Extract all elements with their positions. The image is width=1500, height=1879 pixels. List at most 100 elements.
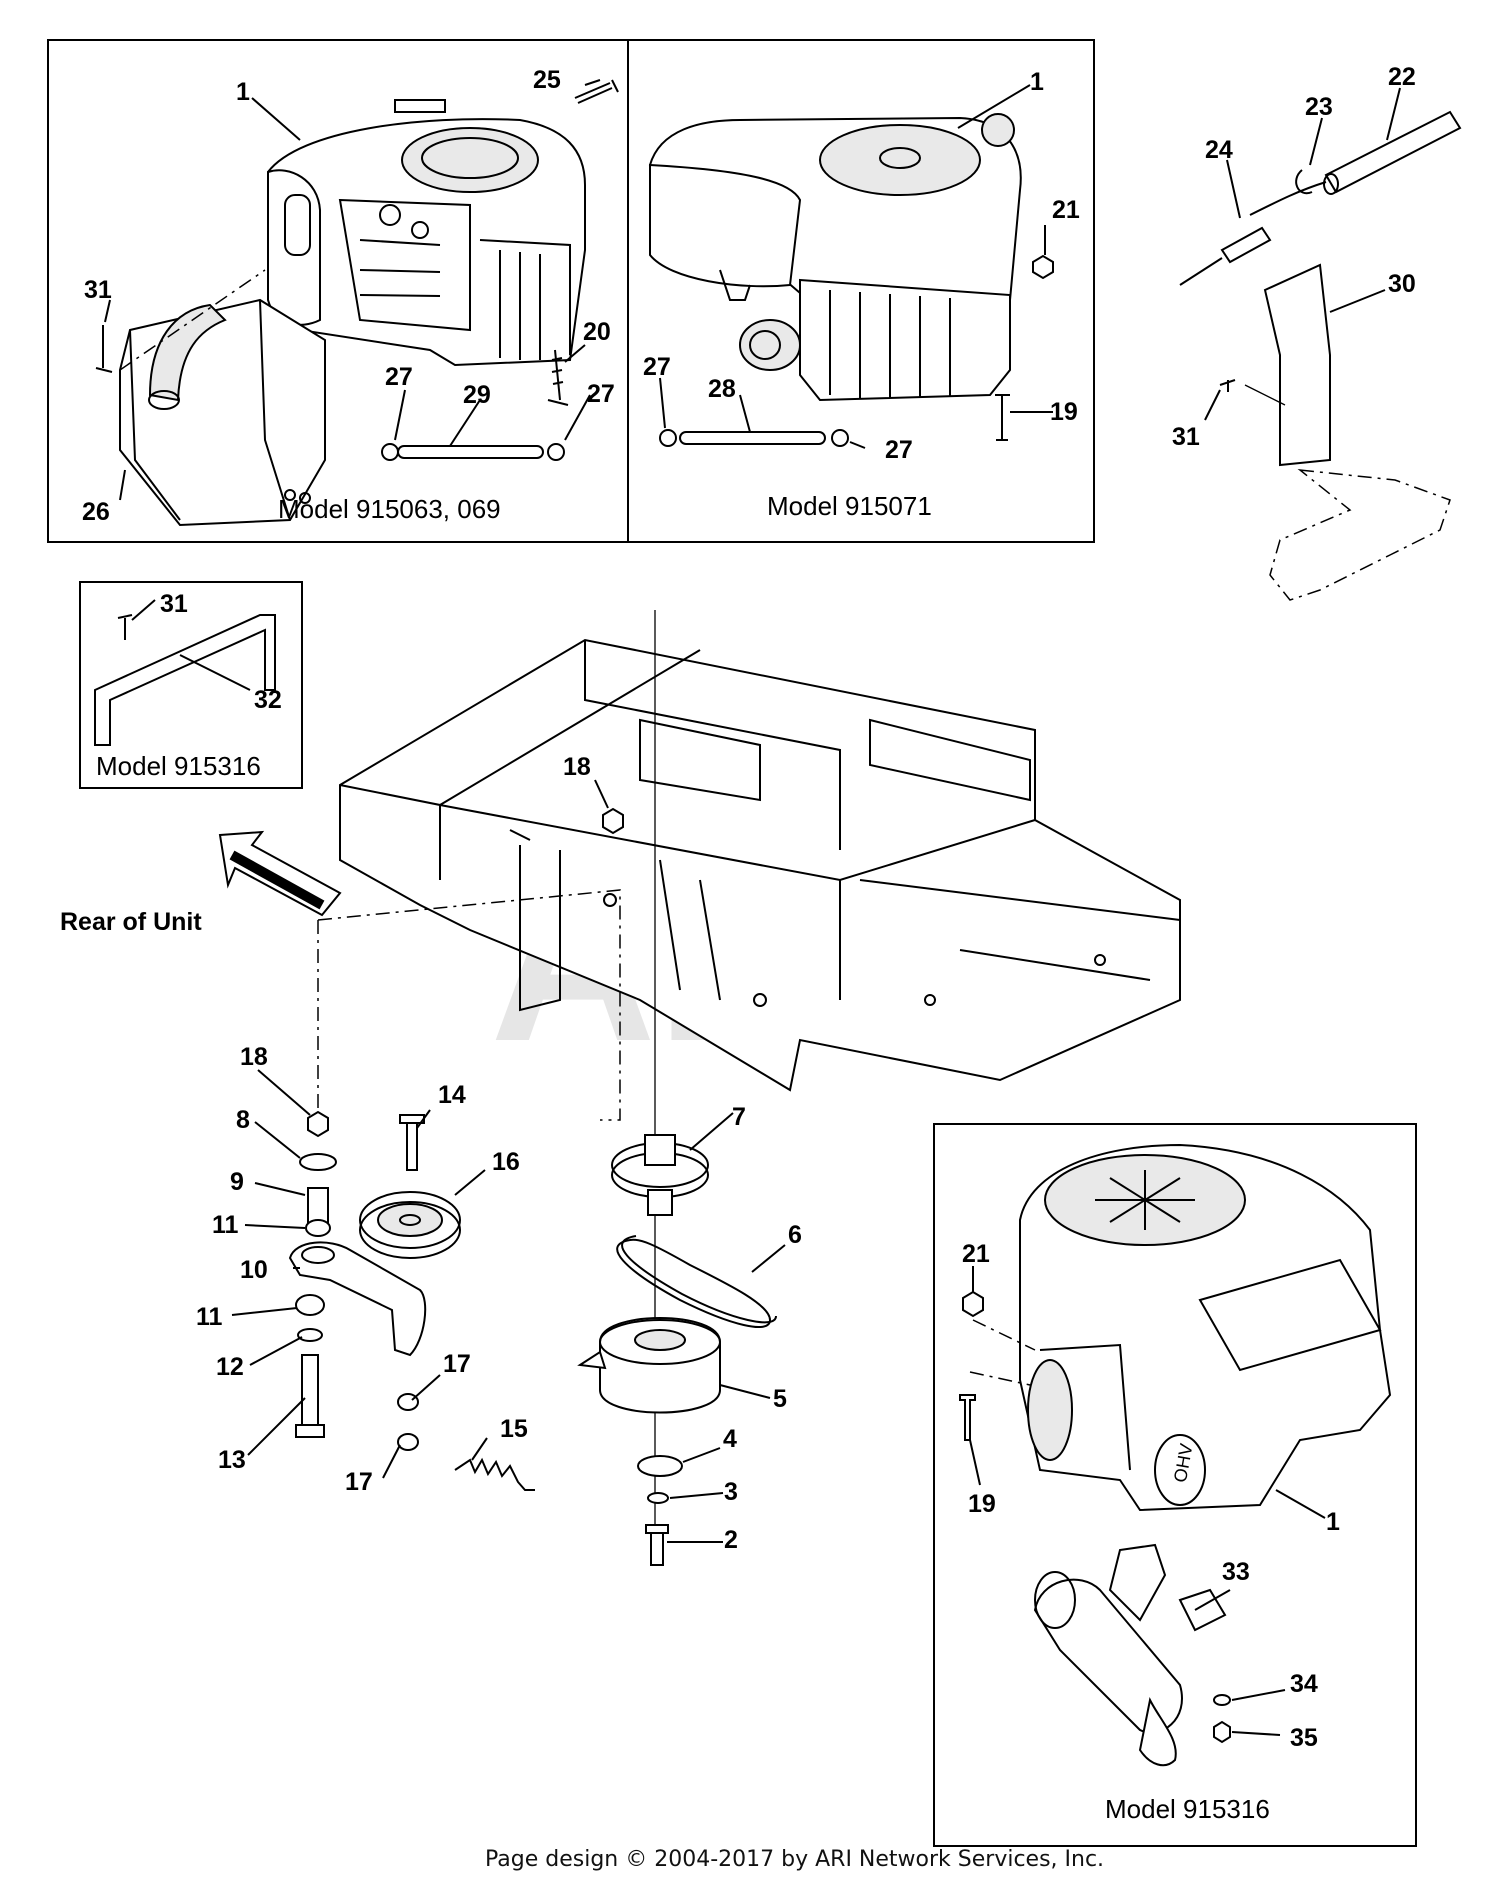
label-18: 18 xyxy=(563,753,591,781)
panel-model-915316-bracket: 31 32 Model 915316 xyxy=(79,581,303,789)
muffler-33-illustration xyxy=(1033,1543,1227,1767)
bracket-30-illustration xyxy=(1263,263,1331,467)
pulley-7-illustration xyxy=(611,1134,709,1216)
label-11: 11 xyxy=(196,1303,223,1331)
label-28: 28 xyxy=(708,375,736,403)
label-16: 16 xyxy=(492,1148,520,1176)
label-33: 33 xyxy=(1222,1558,1250,1586)
label-18: 18 xyxy=(240,1043,268,1071)
clip-27b-illustration xyxy=(547,443,565,461)
model-caption: Model 915063, 069 xyxy=(278,494,501,524)
bolt-19-illustration xyxy=(959,1394,976,1441)
label-22: 22 xyxy=(1388,63,1416,91)
label-1: 1 xyxy=(1030,68,1044,96)
label-5: 5 xyxy=(773,1385,787,1413)
throttle-cable-group: 22 23 24 30 31 xyxy=(1172,63,1462,601)
engine-twin-illustration xyxy=(266,99,586,367)
clutch-5-illustration xyxy=(577,1317,721,1414)
label-23: 23 xyxy=(1305,93,1333,121)
label-31: 31 xyxy=(84,276,112,304)
screw-31-illustration xyxy=(95,325,113,373)
bolt-14-illustration xyxy=(406,1119,418,1171)
panel-border xyxy=(933,1123,1417,1847)
rear-of-unit-indicator: Rear of Unit xyxy=(60,830,342,936)
label-13: 13 xyxy=(218,1446,246,1474)
label-11: 11 xyxy=(212,1211,239,1239)
label-6: 6 xyxy=(788,1221,802,1249)
pin-29-illustration xyxy=(397,445,544,459)
panel-model-915071: 1 21 27 28 27 19 Model 915071 xyxy=(627,39,1095,543)
label-15: 15 xyxy=(500,1415,528,1443)
label-9: 9 xyxy=(230,1168,244,1196)
nut-35-illustration xyxy=(1213,1720,1231,1744)
engine-ohv-illustration: OHV xyxy=(1019,1143,1392,1512)
washer-3-illustration xyxy=(647,1492,669,1504)
screw-31-illustration xyxy=(117,614,133,640)
washer-34-illustration xyxy=(1213,1694,1231,1706)
fitting-24-illustration xyxy=(1220,226,1272,264)
label-35: 35 xyxy=(1290,1724,1318,1752)
label-10: 10 xyxy=(240,1256,268,1284)
drive-pulley-group: 7 6 5 4 3 2 xyxy=(577,1103,802,1566)
label-26: 26 xyxy=(82,498,110,526)
clip-27a-illustration xyxy=(381,443,399,461)
chassis-frame-illustration xyxy=(339,638,1181,1092)
label-14: 14 xyxy=(438,1081,466,1109)
label-34: 34 xyxy=(1290,1670,1318,1698)
label-31: 31 xyxy=(160,590,188,618)
washer-12-illustration xyxy=(297,1328,323,1342)
bolt-2-illustration xyxy=(650,1529,664,1566)
label-2: 2 xyxy=(724,1526,738,1554)
nut-18-illustration xyxy=(602,807,624,835)
label-7: 7 xyxy=(732,1103,746,1131)
pin-28-illustration xyxy=(679,431,826,445)
label-8: 8 xyxy=(236,1106,250,1134)
bushing-11a-illustration xyxy=(305,1219,331,1237)
idler-arm-10-illustration xyxy=(288,1241,427,1357)
label-24: 24 xyxy=(1205,136,1233,164)
idler-arm-group: 18 8 9 11 10 11 12 13 14 16 17 17 15 xyxy=(196,1043,535,1496)
label-1: 1 xyxy=(236,78,250,106)
nut-18-illustration xyxy=(307,1110,329,1138)
muffler-illustration xyxy=(119,269,326,527)
model-caption: Model 915316 xyxy=(1105,1794,1270,1824)
clip-23-illustration xyxy=(1295,169,1313,195)
bolt-13-illustration xyxy=(301,1354,319,1431)
engine-single-illustration xyxy=(648,113,1022,402)
model-caption: Model 915071 xyxy=(767,491,932,521)
label-30: 30 xyxy=(1388,270,1416,298)
panel-border xyxy=(79,581,303,789)
model-caption: Model 915316 xyxy=(96,751,261,781)
screw-31-illustration xyxy=(1219,379,1236,392)
label-19: 19 xyxy=(968,1490,996,1518)
tube-22-illustration xyxy=(1324,110,1462,194)
label-27: 27 xyxy=(385,363,413,391)
label-27: 27 xyxy=(643,353,671,381)
nut-17b-illustration xyxy=(397,1433,419,1451)
label-17: 17 xyxy=(345,1468,373,1496)
label-27: 27 xyxy=(885,436,913,464)
bracket-32-illustration xyxy=(94,614,276,746)
spring-15-illustration xyxy=(454,1457,535,1491)
label-12: 12 xyxy=(216,1353,244,1381)
bushing-11b-illustration xyxy=(295,1294,325,1316)
label-29: 29 xyxy=(463,381,491,409)
panel-model-915063: 1 25 31 20 27 29 27 26 Model 915063, 069 xyxy=(47,39,629,543)
belt-6-illustration xyxy=(616,1235,777,1328)
label-32: 32 xyxy=(254,686,282,714)
dashed-assembly-line xyxy=(317,889,621,1121)
label-25: 25 xyxy=(533,66,561,94)
nut-21-illustration xyxy=(1032,254,1054,280)
screw-25-illustration xyxy=(574,79,619,104)
label-21: 21 xyxy=(1052,196,1080,224)
pulley-16-illustration xyxy=(359,1191,461,1259)
panel-border xyxy=(627,39,1095,543)
label-4: 4 xyxy=(723,1425,737,1453)
rear-of-unit-label: Rear of Unit xyxy=(60,908,202,936)
label-19: 19 xyxy=(1050,398,1078,426)
frame-outline xyxy=(1269,468,1451,601)
label-1: 1 xyxy=(1326,1508,1340,1536)
label-3: 3 xyxy=(724,1478,738,1506)
bolt-20-illustration xyxy=(547,349,569,406)
